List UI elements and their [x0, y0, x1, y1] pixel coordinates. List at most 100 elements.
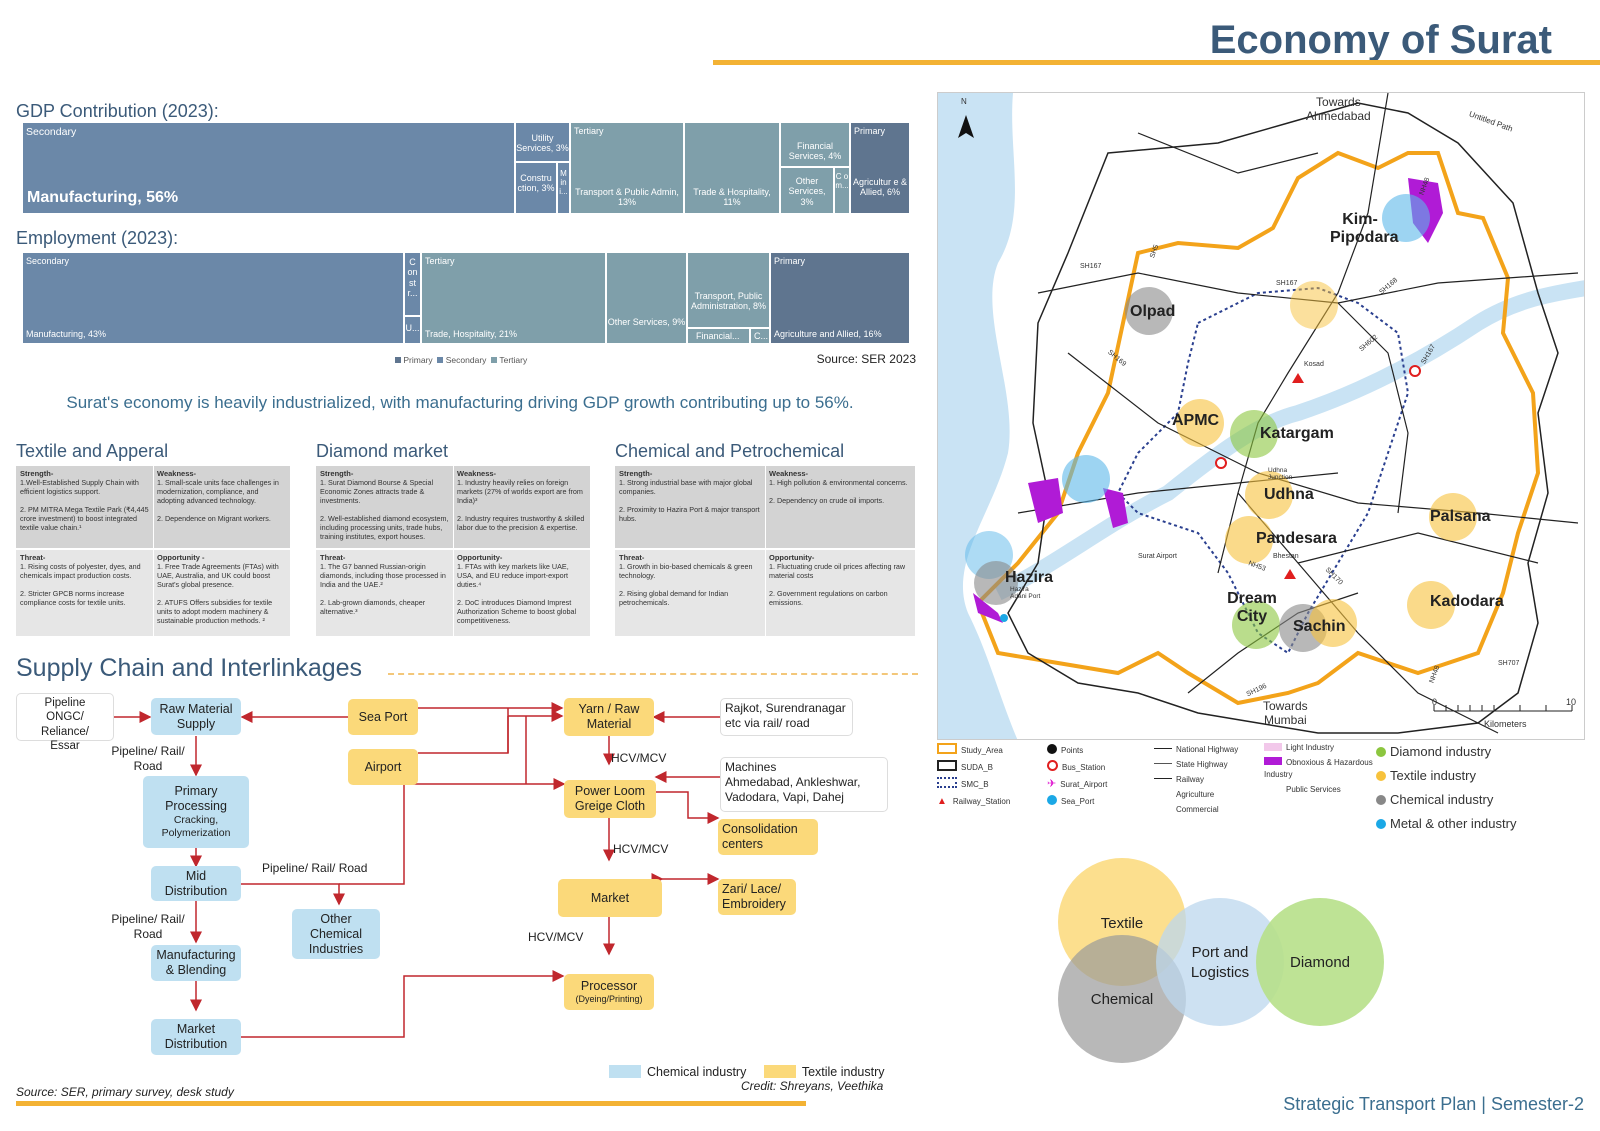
- diamond-industry-dot: [1376, 747, 1386, 757]
- processor-node: Processor (Dyeing/Printing): [564, 974, 654, 1010]
- state-highway-swatch: [1154, 763, 1172, 764]
- towards-ahmedabad-label: Towards Ahmedabad: [1306, 95, 1371, 123]
- swot-diamond-weakness: Weakness-1. Industry heavily relies on f…: [453, 466, 590, 548]
- legend-swatch-secondary: [437, 357, 444, 363]
- swot-label: Weakness-: [157, 469, 197, 478]
- swot-label: Threat-: [619, 553, 645, 562]
- gdp-label-manufacturing: Manufacturing, 56%: [27, 188, 179, 206]
- primary-processing-node: Primary Processing Cracking, Polymerizat…: [143, 776, 249, 848]
- scale-start: 0: [1432, 697, 1438, 707]
- place-palsana: Palsana: [1430, 508, 1491, 525]
- gdp-label-tertiary: Tertiary: [574, 126, 604, 136]
- emp-cell-financial: Financial...: [687, 328, 750, 344]
- swot-text: 1. High pollution & environmental concer…: [769, 478, 908, 506]
- textile-industry-bubble: [1245, 471, 1293, 519]
- road-label: SH167: [1276, 280, 1298, 287]
- place-pandesara: Pandesara: [1256, 530, 1337, 547]
- legend-item: Railway: [1176, 775, 1205, 784]
- swot-textile-threat: Threat-1. Rising costs of polyester, dye…: [16, 550, 153, 636]
- textile-industry-bubble: [1176, 399, 1224, 447]
- node-text: Processor: [580, 979, 638, 994]
- scale-unit: Kilometers: [1484, 719, 1527, 729]
- gdp-cell-mining: M in i...: [557, 162, 570, 214]
- gdp-label-secondary: Secondary: [26, 126, 77, 138]
- gdp-cell-other: Other Services, 3%: [780, 167, 834, 214]
- manufacturing-blending-node: Manufacturing & Blending: [151, 945, 241, 981]
- swot-chemical-opportunity: Opportunity-1. Fluctuating crude oil pri…: [765, 550, 915, 636]
- edge-label: Pipeline/ Rail/ Road: [104, 744, 192, 774]
- node-text: Market Distribution: [164, 1022, 228, 1051]
- legend-item: Textile industry: [1390, 768, 1476, 783]
- emp-cell-agri: Primary Agriculture and Allied, 16%: [770, 252, 910, 344]
- node-text: Primary Processing: [165, 784, 227, 814]
- venn-label-port: Port and Logistics: [1190, 944, 1250, 981]
- place-hazira: Hazira: [1005, 569, 1054, 586]
- edge-label-text: HCV/MCV: [613, 842, 669, 856]
- emp-cell-other: Other Services, 9%: [606, 252, 687, 344]
- employment-source: Source: SER 2023: [816, 352, 916, 366]
- swot-divider: [16, 548, 290, 550]
- edge-label-text: HCV/MCV: [528, 930, 584, 944]
- legend-item: Diamond industry: [1390, 744, 1492, 759]
- place-udhna: Udhna: [1264, 486, 1314, 503]
- swot-divider: [765, 466, 766, 636]
- hazardous-industry-zone: [973, 593, 1003, 623]
- edge-label-text: Pipeline/ Rail/ Road: [111, 912, 185, 941]
- tapi-river: [994, 280, 1584, 601]
- legend-study-area-swatch: [937, 743, 957, 754]
- map-legend-col4: Light Industry Obnoxious & Hazardous Ind…: [1264, 742, 1374, 796]
- textile-industry-dot: [1376, 771, 1386, 781]
- swot-text: 1.Well-Established Supply Chain with eff…: [20, 478, 149, 533]
- node-subtext: Cracking, Polymerization: [161, 814, 231, 839]
- place-bhestan: Bhestan: [1273, 553, 1299, 560]
- zari-lace-embroidery-node: Zari/ Lace/ Embroidery: [718, 879, 796, 915]
- footer-underline: [16, 1101, 806, 1106]
- place-udhna-junction: Udhna Junction: [1268, 467, 1293, 481]
- scale-bar: [1433, 705, 1573, 712]
- machines-source-text: Machines Ahmedabad, Ankleshwar, Vadodara…: [725, 760, 861, 804]
- supply-chain-arrows: [114, 702, 720, 1038]
- node-text: Power Loom Greige Cloth: [574, 784, 646, 813]
- swot-diamond-strength: Strength-1. Surat Diamond Bourse & Speci…: [316, 466, 453, 548]
- employment-legend: Primary Secondary Tertiary: [395, 355, 527, 365]
- hazardous-industry-swatch: [1264, 757, 1282, 765]
- legend-primary: Primary: [403, 355, 433, 365]
- swot-divider: [316, 548, 590, 550]
- emp-cell-transport: Transport, Public Administration, 8%: [687, 252, 770, 328]
- swot-text: 1. Fluctuating crude oil prices affectin…: [769, 562, 906, 608]
- north-arrow: [958, 115, 974, 138]
- swot-textile-strength: Strength-1.Well-Established Supply Chain…: [16, 466, 153, 548]
- swot-label: Strength-: [320, 469, 354, 478]
- light-industry-swatch: [1264, 743, 1282, 751]
- swot-textile-weakness: Weakness-1. Small-scale units face chall…: [153, 466, 290, 548]
- textile-industry-bubble: [1225, 516, 1273, 564]
- legend-textile: Textile industry: [801, 1065, 885, 1079]
- map-canvas: [938, 93, 1584, 739]
- emp-cell-trade: Tertiary Trade, Hospitality, 21%: [421, 252, 606, 344]
- surat-map[interactable]: N Towards Ahmedabad Untitled Path Toward…: [937, 92, 1585, 740]
- legend-item: Public Services: [1286, 785, 1341, 794]
- road-label: SH167: [1080, 263, 1102, 270]
- chemical-industry-bubble: [1125, 287, 1173, 335]
- place-dream-city: Dream City: [1227, 590, 1277, 625]
- gdp-label-mining: M in i...: [559, 169, 568, 197]
- legend-item: Metal & other industry: [1390, 816, 1517, 831]
- raw-material-supply-node: Raw Material Supply: [151, 698, 241, 735]
- place-kadodara: Kadodara: [1430, 593, 1504, 610]
- road: [1297, 532, 1539, 564]
- node-text: Market: [590, 890, 630, 905]
- legend-tertiary: Tertiary: [499, 355, 528, 365]
- supply-chain-credit: Credit: Shreyans, Veethika: [741, 1079, 884, 1093]
- railway-station-marker: [1292, 373, 1304, 383]
- yarn-raw-material-node: Yarn / Raw Material: [564, 698, 654, 736]
- power-loom-node: Power Loom Greige Cloth: [564, 780, 656, 818]
- edge-label-text: Pipeline/ Rail/ Road: [111, 744, 185, 773]
- legend-item: Sea_Port: [1061, 797, 1095, 806]
- swot-chemical-threat: Threat-1. Growth in bio-based chemicals …: [615, 550, 765, 636]
- node-text: Yarn / Raw Material: [578, 702, 640, 731]
- title-underline: [713, 60, 1600, 65]
- legend-swatch-textile: [763, 1065, 796, 1078]
- gdp-label-utility: Utility Services, 3%: [516, 133, 569, 154]
- emp-cell-const: C on st r...: [404, 252, 421, 316]
- node-subtext: (Dyeing/Printing): [575, 994, 643, 1005]
